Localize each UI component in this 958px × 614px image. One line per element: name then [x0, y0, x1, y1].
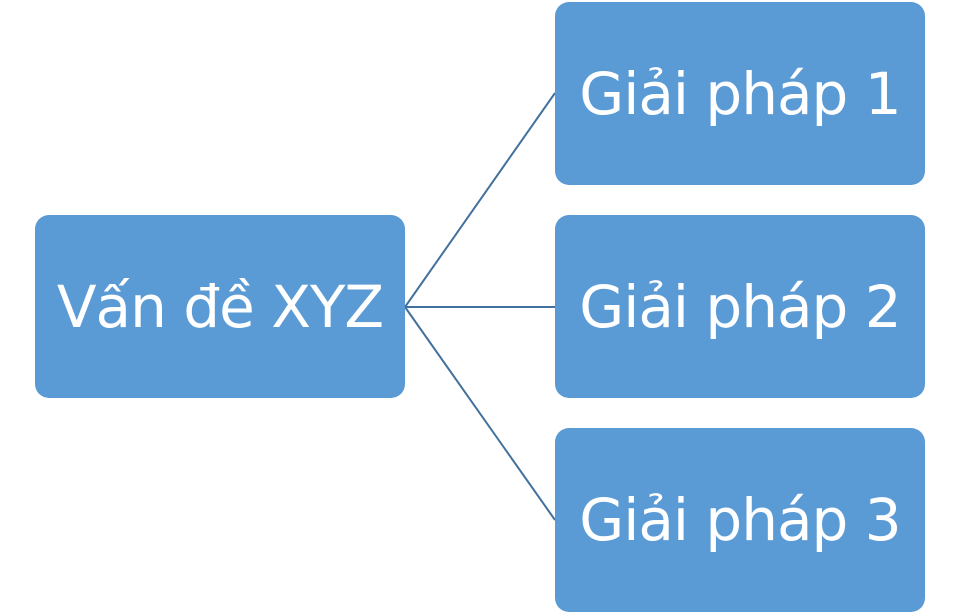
connector-to-solution-3: [404, 306, 556, 521]
connector-to-solution-1: [404, 92, 556, 308]
root-node-label: Vấn đề XYZ: [56, 272, 384, 341]
solution-node-1[interactable]: Giải pháp 1: [555, 2, 925, 185]
root-node-problem[interactable]: Vấn đề XYZ: [35, 215, 405, 398]
solution-node-2[interactable]: Giải pháp 2: [555, 215, 925, 398]
solution-node-2-label: Giải pháp 2: [579, 272, 901, 341]
solution-node-3-label: Giải pháp 3: [579, 486, 901, 554]
solution-node-3[interactable]: Giải pháp 3: [555, 428, 925, 612]
solution-node-1-label: Giải pháp 1: [579, 59, 901, 128]
